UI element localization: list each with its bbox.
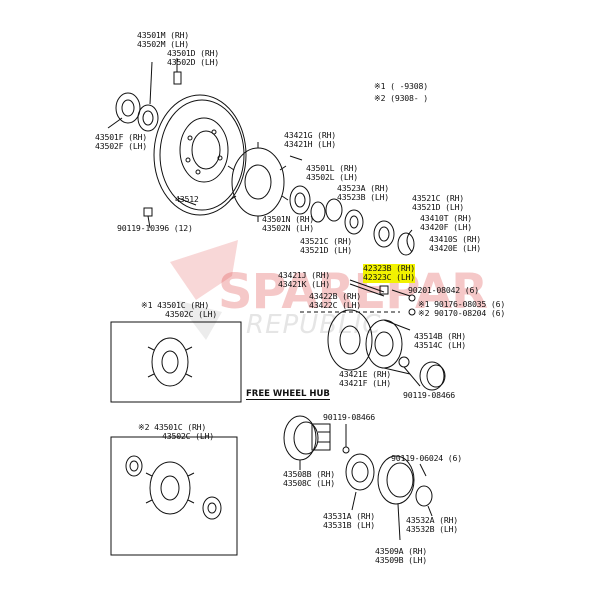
label-90119-10396: 90119-10396 (12) [117,223,193,233]
label-90119-06024: 90119-06024 (6) [391,453,462,463]
label-43514B: 43514B (RH)43514C (LH) [414,331,467,351]
label-43501C-box1: ※1 43501C (RH)43502C (LH) [141,300,218,320]
section-free-wheel-hub: FREE WHEEL HUB [246,389,330,400]
label-43501D: 43501D (RH)43502D (LH) [167,48,220,68]
label-43501M: 43501M (RH)43502M (LH) [137,30,190,50]
label-43410T: 43410T (RH)43420F (LH) [420,213,473,233]
label-43509A: 43509A (RH)43509B (LH) [375,546,428,566]
label-43501N: 43501N (RH)43502N (LH) [262,214,315,234]
label-43512: 43512 [175,194,199,204]
label-90119-08466-b: 90119-08466 [323,412,376,422]
label-43410S: 43410S (RH)43420E (LH) [429,234,482,254]
label-90201-08042: 90201-08042 (6) [408,285,479,295]
label-43421G: 43421G (RH)43421H (LH) [284,130,337,150]
label-43508B: 43508B (RH)43508C (LH) [283,469,336,489]
label-90119-08466-a: 90119-08466 [403,390,456,400]
label-43531A: 43531A (RH)43531B (LH) [323,511,376,531]
label-43421E: 43421E (RH)43421F (LH) [339,369,392,389]
watermark-sub: REPUBLIC [246,310,382,340]
label-42323B: 42323B (RH)42323C (LH) [363,263,416,283]
label-43532A: 43532A (RH)43532B (LH) [406,515,459,535]
label-43501F: 43501F (RH)43502F (LH) [95,132,148,152]
label-43521C-top: 43521C (RH)43521D (LH) [412,193,465,213]
label-43422B: 43422B (RH)43422C (LH) [309,291,362,311]
note-1: ※1 ( -9308) [374,81,428,91]
label-43521C-mid: 43521C (RH)43521D (LH) [300,236,353,256]
label-43501L: 43501L (RH)43502L (LH) [306,163,359,183]
watermark-brand: SPAREPAR [218,264,488,320]
note-2: ※2 (9308- ) [374,93,428,103]
label-43421J: 43421J (RH)43421K (LH) [278,270,331,290]
label-43523A: 43523A (RH)43523B (LH) [337,183,390,203]
label-43501C-box2: ※2 43501C (RH)43502C (LH) [138,422,215,442]
label-90176: ※1 90176-08035 (6)※2 90170-08204 (6) [418,299,506,319]
